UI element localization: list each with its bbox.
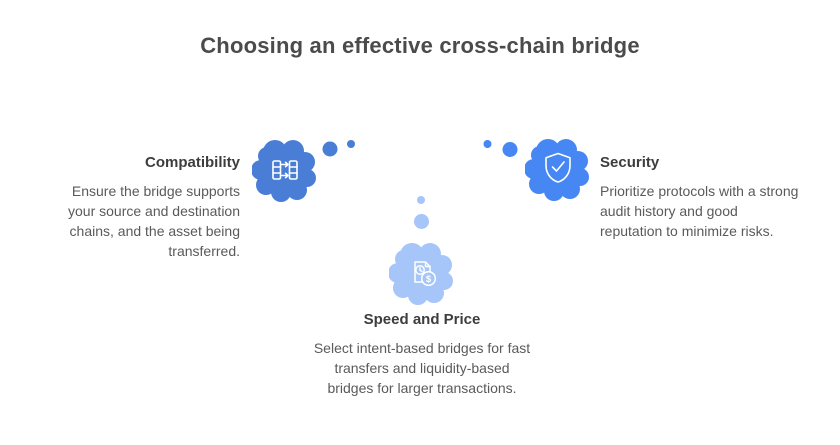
page-title: Choosing an effective cross-chain bridge bbox=[200, 32, 640, 58]
security-decor-dots bbox=[483, 140, 518, 157]
feature-speed-price: Speed and Price Select intent-based brid… bbox=[312, 311, 532, 398]
feature-compatibility-description: Ensure the bridge supports your source a… bbox=[68, 183, 240, 259]
speed-price-decor-dots bbox=[414, 196, 429, 229]
feature-compatibility-label: Compatibility bbox=[144, 154, 240, 171]
feature-security-description: Prioritize protocols with a strong audit… bbox=[600, 183, 799, 239]
feature-security: Security Prioritize protocols with a str… bbox=[600, 154, 800, 241]
feature-compatibility: Compatibility Ensure the bridge supports… bbox=[45, 154, 240, 261]
compatibility-decor-dots bbox=[322, 140, 355, 157]
shield-check-icon bbox=[525, 139, 589, 201]
svg-text:$: $ bbox=[426, 274, 432, 285]
cross-chain-bridge-icon bbox=[252, 140, 316, 202]
feature-speed-price-description: Select intent-based bridges for fast tra… bbox=[313, 340, 531, 396]
document-clock-dollar-icon: $ bbox=[389, 243, 453, 305]
feature-speed-price-label: Speed and Price bbox=[363, 311, 481, 328]
feature-security-label: Security bbox=[600, 154, 660, 171]
